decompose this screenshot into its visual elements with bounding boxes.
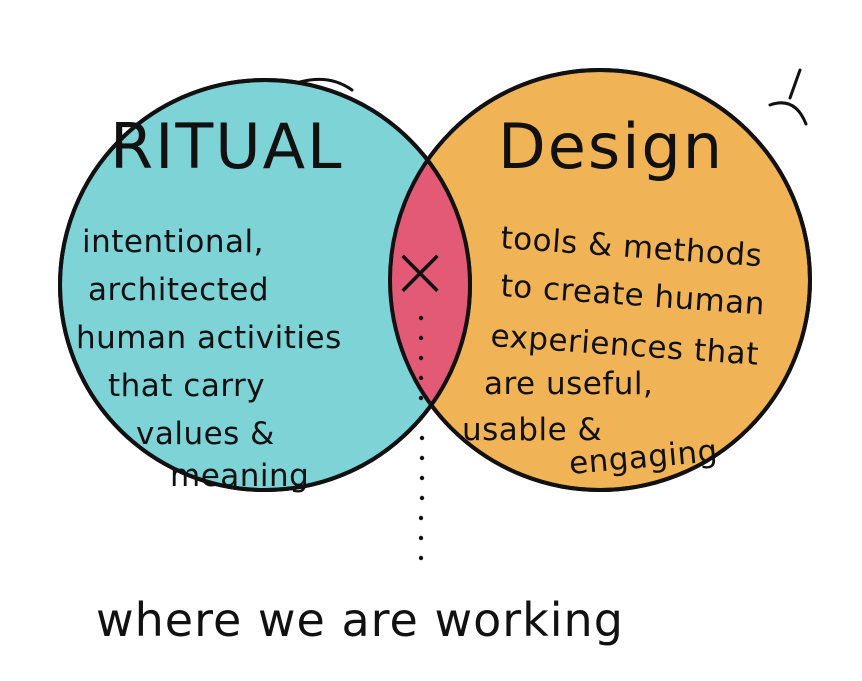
design-stroke-overshoot [768,101,808,126]
ritual-title: RITUAL [110,110,344,183]
design-line-5: usable & [462,412,602,448]
overlap-x-mark: × [390,229,450,313]
ritual-line-3: human activities [76,320,342,356]
ritual-line-6: meaning [170,458,309,494]
ritual-circle-outline [58,78,472,492]
caption: where we are working [96,593,624,647]
design-circle-outline [388,68,812,492]
ritual-stroke-overshoot [298,77,354,92]
ritual-line-2: architected [88,272,269,308]
ritual-line-5: values & [136,416,275,452]
ritual-line-1: intentional, [82,224,264,260]
dotted-pointer-line [418,315,425,561]
design-stroke-tick [788,68,802,100]
design-line-4: are useful, [484,366,653,402]
design-description: tools & methods to create human experien… [462,220,766,482]
ritual-line-4: that carry [108,368,265,404]
design-title: Design [498,110,724,183]
ritual-description: intentional, architected human activitie… [76,224,342,494]
